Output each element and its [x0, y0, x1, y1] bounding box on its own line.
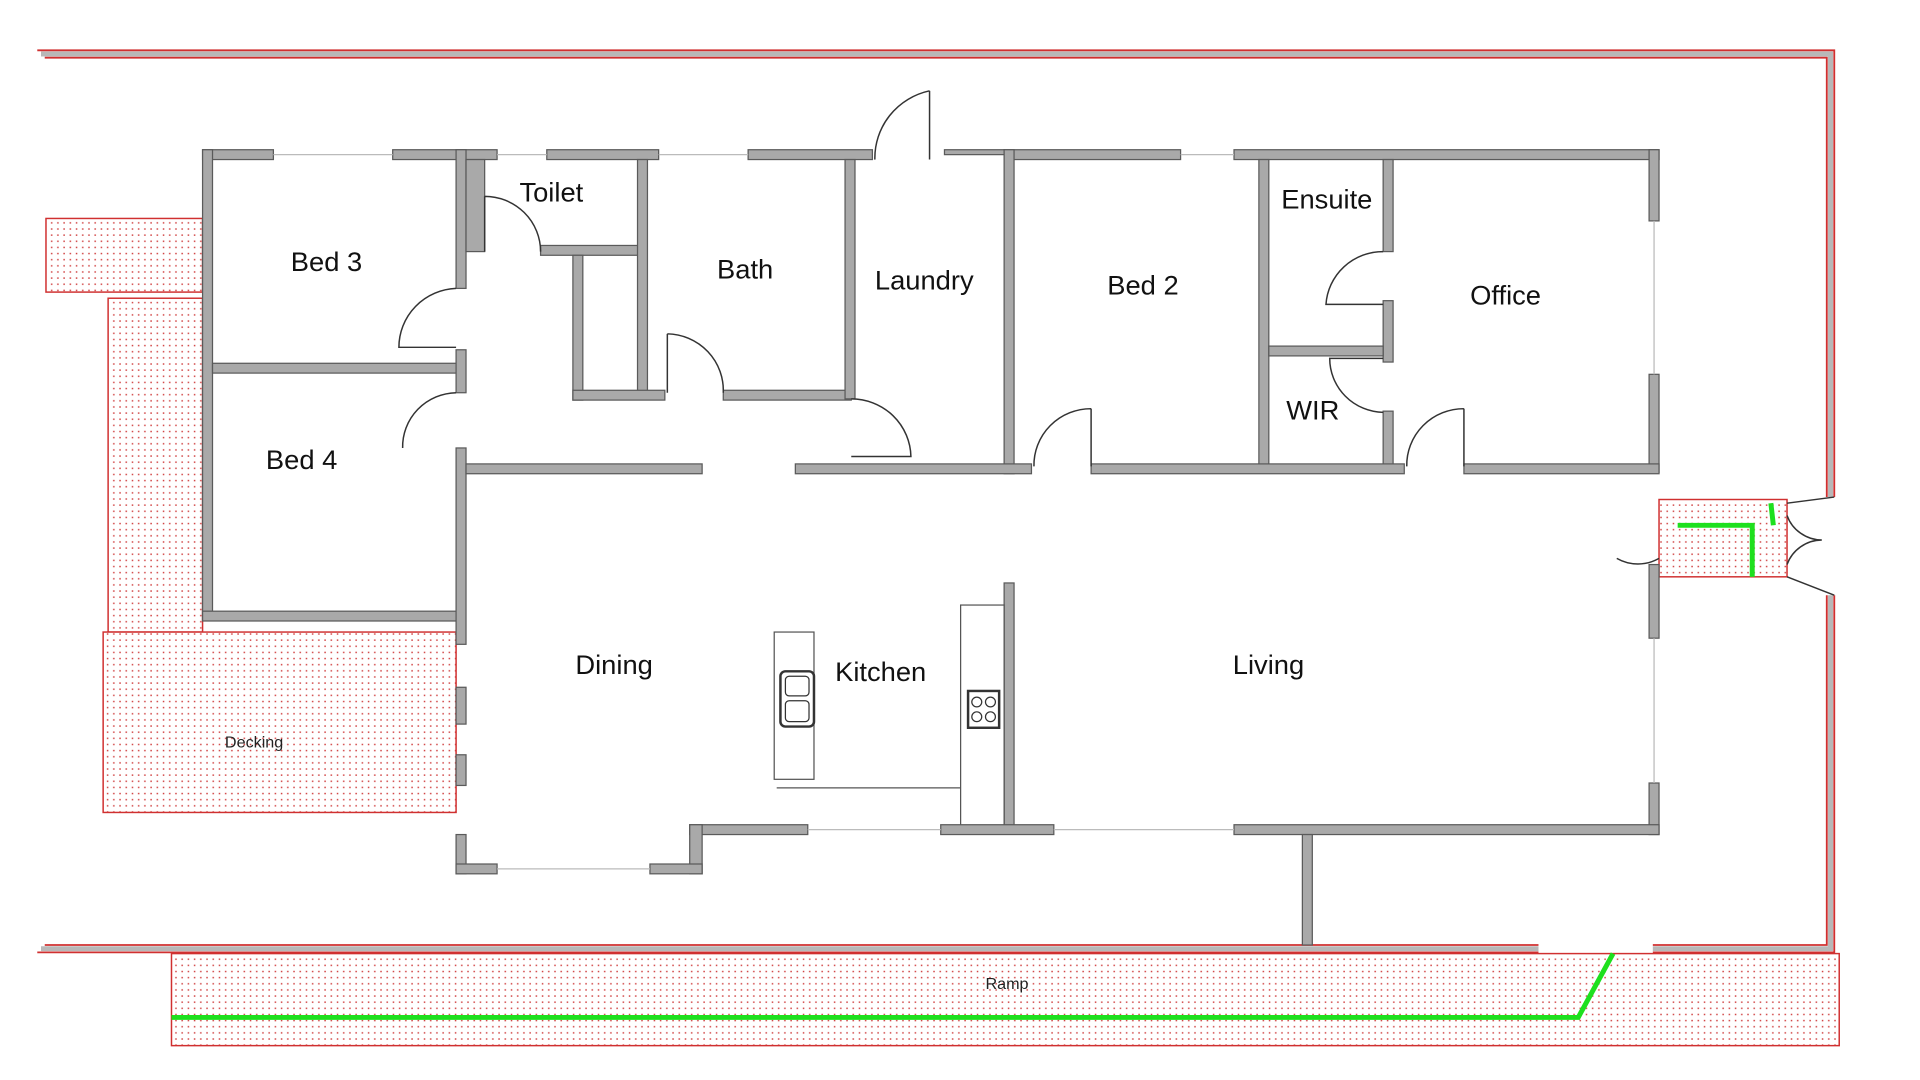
- room-label-bed4: Bed 4: [266, 444, 337, 475]
- doors: [398, 90, 1835, 596]
- room-label-living: Living: [1233, 649, 1304, 680]
- cooktop-icon: [966, 689, 1001, 729]
- sink-icon: [779, 670, 816, 728]
- room-label-bath: Bath: [717, 254, 773, 285]
- side-path-lower: [107, 297, 204, 633]
- ramp-access-path: [171, 952, 1616, 1020]
- room-label-wir: WIR: [1286, 395, 1339, 426]
- room-label-laundry: Laundry: [875, 265, 974, 296]
- entry-porch: [1658, 498, 1788, 578]
- room-label-bed3: Bed 3: [291, 246, 362, 277]
- lot-boundary: [37, 49, 1836, 954]
- entry-access-marker: [1768, 502, 1776, 526]
- room-label-office: Office: [1470, 280, 1541, 311]
- ramp-area: [170, 952, 1840, 1047]
- entry-access-path: [1677, 522, 1755, 577]
- decking-label: Decking: [225, 733, 283, 751]
- room-label-kitchen: Kitchen: [835, 656, 926, 687]
- side-path-upper: [45, 217, 204, 293]
- room-label-toilet: Toilet: [519, 176, 583, 207]
- room-label-bed2: Bed 2: [1107, 270, 1178, 301]
- decking-area: [102, 631, 457, 814]
- room-label-ensuite: Ensuite: [1281, 184, 1372, 215]
- walls: [201, 149, 1660, 946]
- ramp-label: Ramp: [985, 975, 1028, 993]
- room-label-dining: Dining: [575, 649, 652, 680]
